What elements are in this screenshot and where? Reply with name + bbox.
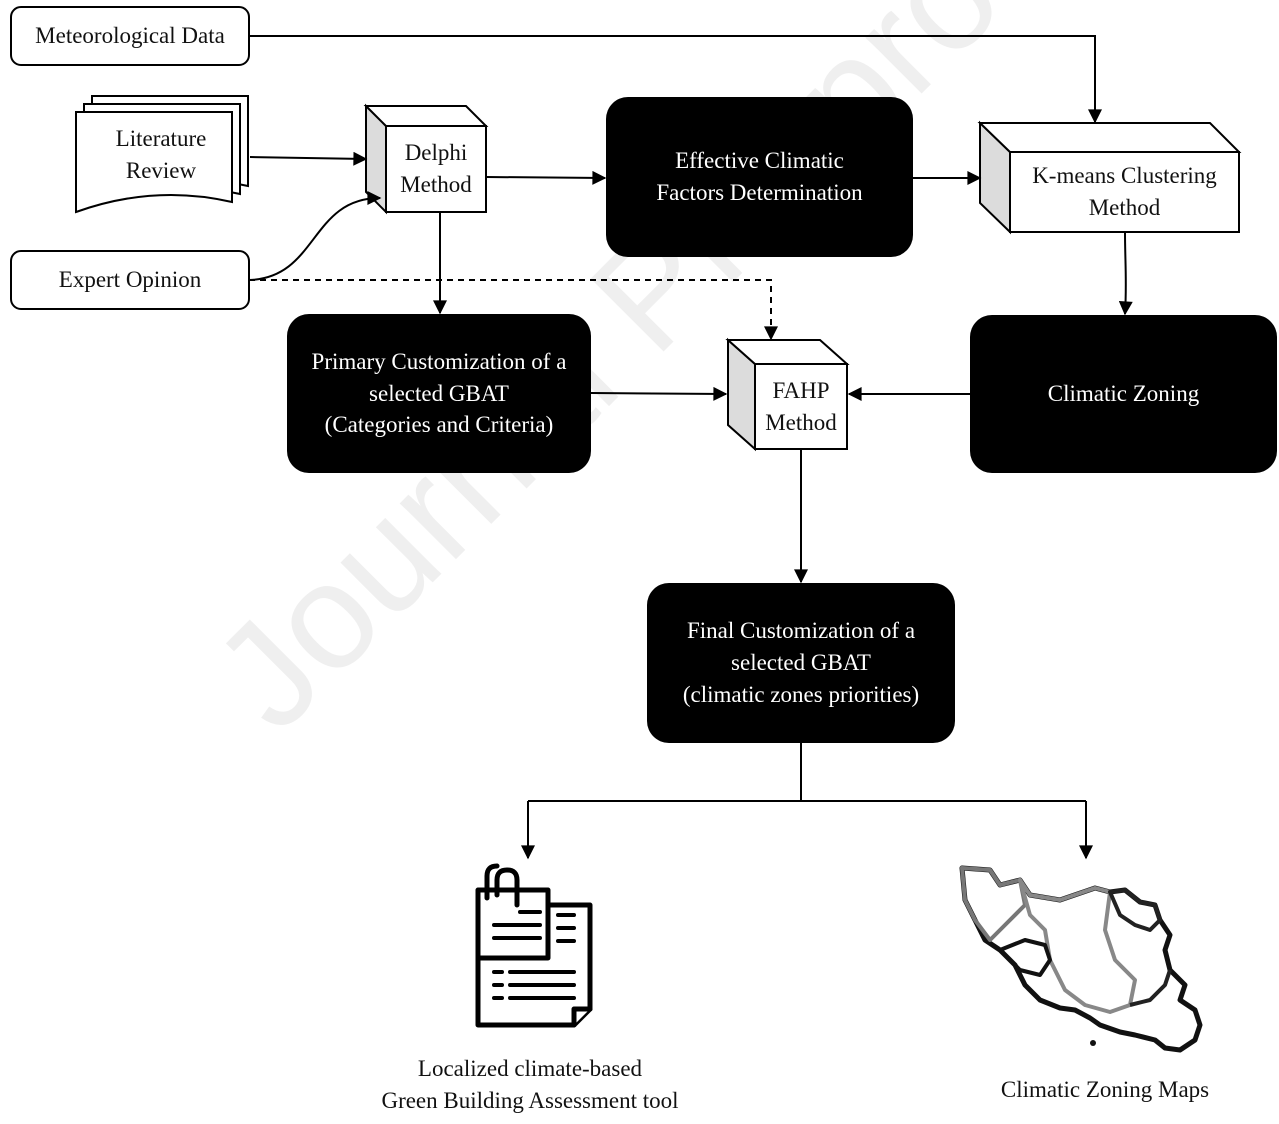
fahp-method-cube	[725, 337, 850, 452]
final-customization-box	[647, 583, 955, 743]
fahp-method-label: FAHP Method	[765, 377, 837, 435]
localized-tool-label: Localized climate-based Green Building A…	[381, 1056, 679, 1113]
literature-to-delphi-arrow	[249, 151, 368, 166]
delphi-method-cube	[363, 103, 489, 215]
delphi-method-label: Delphi Method	[400, 140, 472, 197]
effective-factors-label: Effective Climatic Factors Determination	[656, 148, 863, 205]
meteorological-data-label: Meteorological Data	[35, 23, 225, 49]
expert-opinion-label: Expert Opinion	[58, 267, 202, 293]
literature-review-documents	[75, 95, 249, 214]
effective-factors-box	[606, 97, 913, 257]
primary-customization-label: Primary Customization of a selected GBAT…	[311, 348, 567, 438]
expert-to-delphi-arrow	[248, 191, 382, 281]
climatic-zoning-maps-label: Climatic Zoning Maps	[1000, 1077, 1210, 1103]
meteo-to-kmeans-arrow	[249, 35, 1102, 124]
primary-to-fahp-arrow	[590, 386, 728, 401]
climatic-map-icon	[959, 865, 1203, 1053]
climatic-zoning-label: Climatic Zoning	[1047, 381, 1200, 407]
kmeans-to-zoning-arrow	[1118, 231, 1133, 316]
primary-customization-box	[287, 314, 591, 473]
literature-review-label: Literature Review	[115, 126, 207, 183]
final-customization-label: Final Customization of a selected GBAT (…	[682, 618, 920, 707]
climatic-zoning-box	[970, 315, 1277, 473]
expert-to-fahp-dashed-arrow	[249, 279, 778, 341]
document-clip-icon	[475, 863, 593, 1028]
kmeans-method-label: K-means Clustering Method	[1032, 163, 1217, 220]
delphi-to-effective-arrow	[485, 170, 607, 185]
kmeans-method-cube	[977, 120, 1242, 235]
